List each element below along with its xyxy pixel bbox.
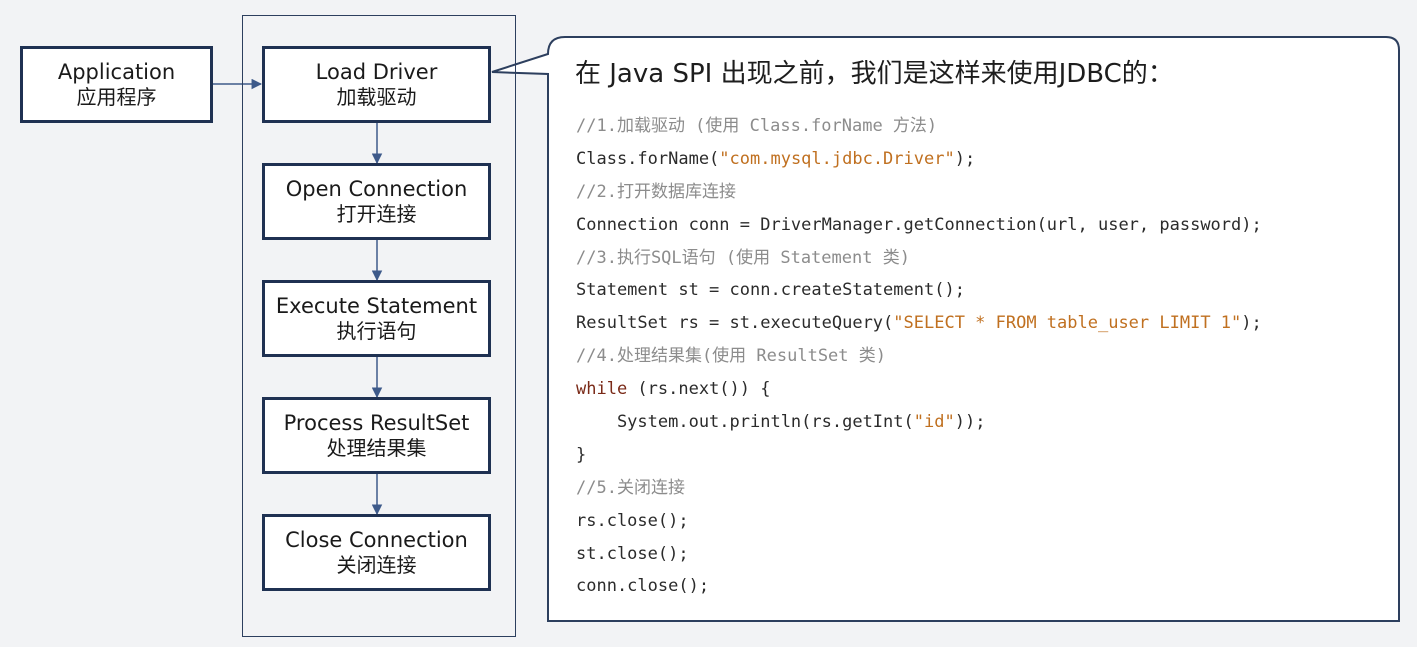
step-open-connection: Open Connection 打开连接 xyxy=(262,163,491,240)
application-box-zh: 应用程序 xyxy=(76,85,157,110)
code-line: rs.close(); xyxy=(576,510,689,531)
code-block: //1.加载驱动 (使用 Class.forName 方法) Class.for… xyxy=(565,106,1355,599)
step-label-en: Execute Statement xyxy=(275,293,478,318)
code-line: Connection conn = DriverManager.getConne… xyxy=(576,214,1262,235)
step-label-en: Open Connection xyxy=(285,176,468,201)
code-line: Statement st = conn.createStatement(); xyxy=(576,280,965,301)
code-comment: //1.加载驱动 (使用 Class.forName 方法) xyxy=(576,116,938,136)
step-label-zh: 执行语句 xyxy=(336,319,417,344)
code-comment: //4.处理结果集(使用 ResultSet 类) xyxy=(576,346,886,367)
application-box-en: Application xyxy=(57,59,176,84)
code-comment: //3.执行SQL语句 (使用 Statement 类) xyxy=(576,247,910,268)
code-line: st.close(); xyxy=(576,543,689,564)
callout-title: 在 Java SPI 出现之前，我们是这样来使用JDBC的： xyxy=(575,59,1174,89)
application-box: Application 应用程序 xyxy=(20,46,213,123)
code-string: "com.mysql.jdbc.Driver" xyxy=(719,148,955,169)
step-execute-statement: Execute Statement 执行语句 xyxy=(262,280,491,357)
step-label-en: Process ResultSet xyxy=(283,410,470,435)
steps-group-frame xyxy=(242,15,516,637)
code-line: System.out.println(rs.getInt("id")); xyxy=(576,412,986,433)
step-label-zh: 加载驱动 xyxy=(336,85,417,110)
code-keyword: while xyxy=(576,379,628,400)
code-line: while (rs.next()) { xyxy=(576,379,771,400)
step-label-en: Load Driver xyxy=(315,59,438,84)
code-comment: //2.打开数据库连接 xyxy=(576,181,736,202)
code-comment: //5.关闭连接 xyxy=(576,477,685,498)
step-load-driver: Load Driver 加载驱动 xyxy=(262,46,491,123)
step-label-zh: 打开连接 xyxy=(336,202,417,227)
step-close-connection: Close Connection 关闭连接 xyxy=(262,514,491,591)
code-string: "SELECT * FROM table_user LIMIT 1" xyxy=(893,313,1242,334)
step-label-zh: 关闭连接 xyxy=(336,553,417,578)
code-line: Class.forName("com.mysql.jdbc.Driver"); xyxy=(576,148,976,169)
step-label-zh: 处理结果集 xyxy=(326,436,427,461)
step-process-resultset: Process ResultSet 处理结果集 xyxy=(262,397,491,474)
code-line: } xyxy=(576,444,587,465)
code-line: ResultSet rs = st.executeQuery("SELECT *… xyxy=(576,313,1262,334)
code-string: "id" xyxy=(913,412,955,433)
code-line: conn.close(); xyxy=(576,576,710,597)
step-label-en: Close Connection xyxy=(285,527,468,552)
